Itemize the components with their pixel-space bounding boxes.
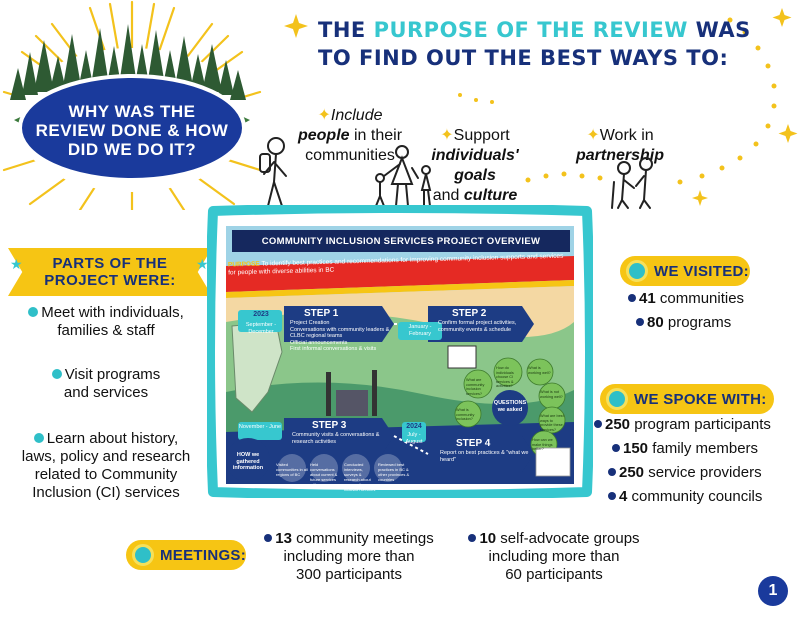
question-bubble: What is community inclusion?	[456, 408, 475, 421]
gather-methods: Visited communities in all regions of BC…	[276, 462, 410, 492]
question-bubble: How can we make things better?	[532, 438, 553, 451]
goal-support-individuals: ✦Support individuals' goals and culture	[431, 127, 519, 204]
spoke-stat: 250 program participants	[594, 416, 771, 434]
part-item: Meet with individuals, families & staff	[8, 304, 204, 340]
question-bubble: What are community inclusion services?	[466, 378, 485, 396]
card-title: COMMUNITY INCLUSION SERVICES PROJECT OVE…	[232, 230, 570, 252]
star-icon: ✦	[586, 127, 600, 144]
step1-label: STEP 1	[304, 308, 339, 319]
step4-arrow	[428, 436, 534, 472]
step3-text: Community visits & conversations & resea…	[292, 432, 380, 445]
spoke-stat: 250 service providers	[608, 464, 762, 482]
period-label: September - December	[245, 322, 277, 335]
step1-list: Project Creation Conversations with comm…	[290, 320, 390, 352]
report-logo	[535, 447, 571, 477]
star-icon: ✦	[440, 127, 454, 144]
question-bubble: How do individuals choose CI services & …	[496, 366, 514, 388]
step3-label: STEP 3	[312, 420, 347, 431]
step4-text: Report on best practices & "what we hear…	[440, 450, 529, 463]
star-icon: ★	[10, 256, 23, 272]
badge-oval	[18, 74, 246, 182]
sunburst-forest-graphic	[2, 0, 262, 212]
bullet-dot	[606, 388, 628, 410]
badge-title-line: REVIEW DONE & HOW	[35, 120, 229, 140]
step2-label: STEP 2	[452, 308, 487, 319]
step2-arrow	[428, 306, 534, 342]
overview-card-illustration	[226, 226, 574, 484]
bullet-dot	[132, 544, 154, 566]
purpose-heading-line-2: TO FIND OUT THE BEST WAYS TO:	[318, 46, 729, 70]
parts-of-project-banner: PARTS OF THE PROJECT WERE:	[8, 248, 212, 296]
star-icon: ✦	[317, 107, 331, 124]
bullet-dot	[626, 260, 648, 282]
part-item: Learn about history, laws, policy and re…	[21, 430, 191, 501]
step2-text: Confirm formal project activities, commu…	[438, 320, 517, 333]
question-bubble: What are best ways to provide these serv…	[540, 414, 564, 432]
period-label: November - June	[238, 424, 282, 430]
we-visited-label: WE VISITED:	[620, 256, 750, 286]
year-label: 2023	[253, 311, 269, 318]
badge-title: WHY WAS THE REVIEW DONE & HOW DID WE DO …	[28, 82, 236, 178]
title-badge: WHY WAS THE REVIEW DONE & HOW DID WE DO …	[0, 0, 270, 212]
star-icon: ★	[196, 256, 209, 272]
purpose-highlight: PURPOSE OF THE REVIEW	[373, 18, 688, 42]
step1-arrow	[284, 306, 394, 342]
part-item: Visit programs and services	[8, 366, 204, 402]
badge-title-line: DID WE DO IT?	[67, 139, 197, 159]
bullet-dot	[33, 433, 44, 443]
people-illustration	[259, 137, 653, 209]
spoke-stat: 150 family members	[612, 440, 758, 458]
period-label: January - February	[408, 324, 432, 337]
year-label: 2024	[406, 423, 422, 430]
question-bubble: What is not working well?	[540, 390, 563, 399]
bullet-dot	[28, 307, 39, 317]
questions-hub	[492, 390, 528, 426]
star-icon	[284, 14, 308, 38]
meeting-stat: 10 self-advocate groups including more t…	[462, 530, 646, 584]
badge-title-line: WHY WAS THE	[68, 101, 196, 121]
step4-label: STEP 4	[456, 438, 491, 449]
page-number: 1	[758, 576, 788, 606]
we-spoke-with-label: WE SPOKE WITH:	[600, 384, 774, 414]
visited-stat: 80 programs	[636, 314, 731, 332]
purpose-heading-line-1: THE PURPOSE OF THE REVIEW WAS	[318, 18, 751, 42]
question-bubble: What is working well?	[528, 366, 551, 375]
star-trail	[284, 8, 798, 206]
spoke-stat: 4 community councils	[608, 488, 762, 506]
bullet-dot	[51, 369, 62, 379]
meeting-stat: 13 community meetings including more tha…	[254, 530, 444, 584]
meetings-label: MEETINGS:	[126, 540, 246, 570]
step3-arrow	[284, 418, 394, 454]
how-label: HOW we gathered information	[232, 452, 264, 471]
visited-stat: 41 communities	[628, 290, 744, 308]
how-hub	[226, 438, 270, 482]
period-label: July - August	[405, 432, 423, 445]
goal-include-people: ✦Include people in their communities	[297, 107, 403, 164]
questions-label: QUESTIONS we asked	[493, 400, 527, 413]
